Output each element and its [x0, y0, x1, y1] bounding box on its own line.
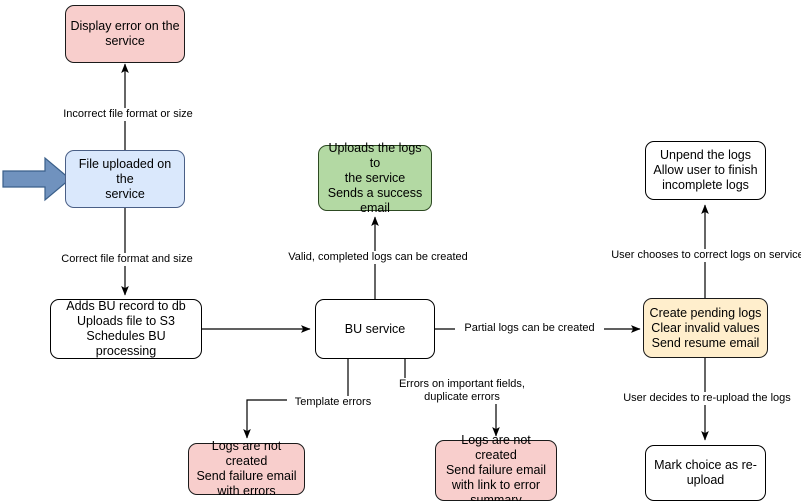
- node-mark-choice-reupload[interactable]: Mark choice as re- upload: [645, 445, 766, 501]
- edge-label-partial-logs: Partial logs can be created: [455, 322, 604, 335]
- edge-label-important-errors: Errors on important fields, duplicate er…: [392, 378, 532, 404]
- node-uploads-logs[interactable]: Uploads the logs to the service Sends a …: [318, 141, 432, 215]
- node-file-uploaded[interactable]: File uploaded on the service: [65, 150, 185, 208]
- node-unpend-logs[interactable]: Unpend the logs Allow user to finish inc…: [645, 141, 766, 200]
- external-input-arrow: [2, 156, 71, 202]
- edge-label-correct-format: Correct file format and size: [55, 253, 199, 266]
- node-display-error[interactable]: Display error on the service: [65, 5, 185, 63]
- edge-label-user-reupload: User decides to re-upload the logs: [615, 392, 799, 405]
- node-adds-bu-record[interactable]: Adds BU record to db Uploads file to S3 …: [50, 299, 202, 359]
- edge-label-template-errors: Template errors: [287, 396, 379, 409]
- edge-label-user-corrects: User chooses to correct logs on service: [607, 249, 801, 262]
- node-bu-service[interactable]: BU service: [315, 299, 435, 359]
- node-logs-not-created-template[interactable]: Logs are not created Send failure email …: [188, 439, 305, 498]
- node-create-pending-logs[interactable]: Create pending logs Clear invalid values…: [643, 298, 768, 358]
- edge-label-incorrect-format: Incorrect file format or size: [56, 108, 200, 121]
- node-logs-not-created-summary[interactable]: Logs are not created Send failure email …: [435, 433, 557, 501]
- edge-label-valid-logs: Valid, completed logs can be created: [281, 251, 475, 264]
